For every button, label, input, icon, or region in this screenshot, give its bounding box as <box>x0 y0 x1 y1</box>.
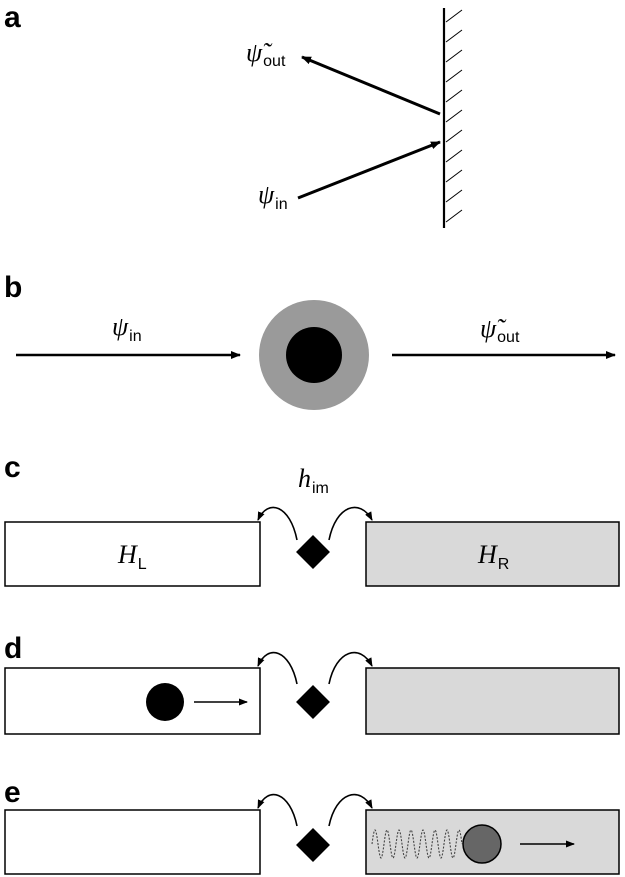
left-region-box <box>4 809 261 875</box>
panel-b: b ψin ψ̃out <box>4 271 616 410</box>
impurity-diamond <box>296 828 330 862</box>
transmitted-particle <box>462 824 502 864</box>
panel-d-label: d <box>4 632 22 665</box>
incoming-particle <box>146 683 184 721</box>
panel-c: c him HL HR <box>4 451 620 587</box>
panel-b-label: b <box>4 271 22 304</box>
panel-e-label: e <box>4 776 21 809</box>
panel-e: e <box>4 776 620 875</box>
right-region-box <box>365 521 620 587</box>
psi-out-label: ψ̃out <box>246 38 286 70</box>
incoming-wave-arrow <box>297 140 441 200</box>
panel-d: d <box>4 632 620 735</box>
radiated-wave <box>371 829 463 859</box>
coupling-arrow-left <box>257 506 298 541</box>
coupling-arrow-left <box>257 651 298 685</box>
panel-a: a ψ̃out ψin <box>4 1 463 228</box>
panel-c-label: c <box>4 451 21 484</box>
psi-out-label: ψ̃out <box>480 314 520 346</box>
coupling-arrow-left <box>257 793 298 827</box>
left-hamiltonian-label: HL <box>117 540 147 573</box>
right-region-box <box>365 667 620 735</box>
scatterer-core <box>286 327 342 383</box>
coupling-label: him <box>298 464 329 497</box>
right-hamiltonian-label: HR <box>477 540 509 573</box>
left-region-box <box>4 521 261 587</box>
coupling-arrow-right <box>328 506 373 541</box>
reflected-wave-arrow <box>301 55 441 116</box>
psi-in-label: ψin <box>112 312 142 345</box>
wall-hatching <box>445 9 463 223</box>
panel-a-label: a <box>4 1 21 34</box>
coupling-arrow-right <box>328 793 373 827</box>
reflecting-wall <box>442 8 463 228</box>
psi-in-label: ψin <box>258 180 288 213</box>
impurity-diamond <box>296 535 330 569</box>
coupling-arrow-right <box>328 651 373 685</box>
impurity-diamond <box>296 685 330 719</box>
left-region-box <box>4 667 261 735</box>
